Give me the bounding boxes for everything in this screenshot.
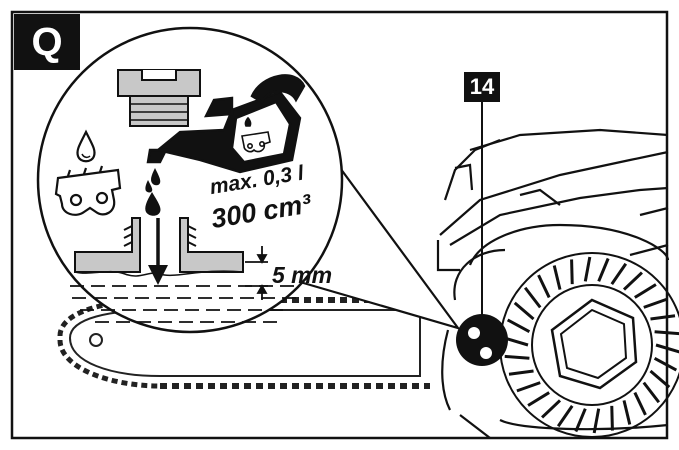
fan-rib	[649, 369, 671, 389]
fan-rib	[654, 330, 679, 336]
fan-rib	[592, 408, 601, 434]
fan-rib	[610, 405, 614, 431]
fan-rib	[506, 318, 531, 334]
fan-rib	[570, 259, 574, 285]
outer-frame	[10, 10, 669, 440]
fan-rib	[650, 314, 676, 321]
fan-rib	[610, 262, 628, 285]
oil-filler-cap	[456, 314, 508, 366]
fan-rib	[508, 369, 534, 376]
tank-neck-icon	[74, 217, 244, 277]
oil-drop-icon	[76, 129, 96, 163]
fan-rib	[513, 301, 535, 321]
fan-rib	[504, 354, 530, 360]
oil-cap-icon	[117, 69, 201, 127]
fan-rib	[622, 271, 643, 291]
fan-rib	[516, 381, 541, 393]
fan-rib	[556, 405, 574, 428]
oil-can-icon	[146, 74, 306, 174]
fan-rib	[633, 391, 647, 416]
starter-hub	[550, 298, 638, 390]
fan-rib	[597, 257, 610, 282]
chain-icon	[54, 165, 122, 216]
fan-rib	[642, 381, 661, 404]
fan-rib	[541, 399, 562, 419]
fan-rib	[643, 297, 668, 309]
gap-dimension-marker	[245, 246, 268, 300]
fan-rib	[527, 391, 550, 407]
arrow-down-icon	[148, 218, 168, 285]
gap-measurement-text: 5 mm	[272, 262, 333, 288]
fan-rib	[574, 408, 587, 433]
fan-rib	[503, 336, 529, 347]
fan-rib	[552, 265, 562, 290]
dripping-drop-icon	[145, 168, 161, 216]
chainsaw-body	[436, 128, 670, 439]
fan-rib	[653, 356, 678, 372]
fan-rib	[523, 286, 542, 309]
fan-rib	[622, 400, 632, 425]
fan-rib	[537, 274, 551, 299]
fan-rib	[655, 343, 679, 354]
saw-chain-icon	[241, 116, 271, 153]
fan-rib	[634, 283, 657, 299]
fan-rib	[583, 256, 592, 282]
callout-number-label: 14	[464, 72, 500, 102]
panel-letter-label: Q	[14, 14, 80, 70]
